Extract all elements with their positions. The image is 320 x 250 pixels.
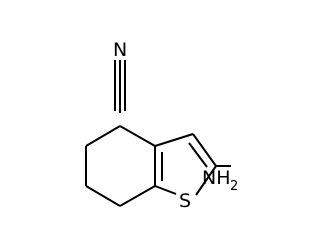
amino-hydrogen-count: 2	[230, 179, 238, 194]
sulfur-label: S	[179, 190, 191, 212]
amino-group-label: NH	[202, 167, 231, 189]
fused-double-bond	[154, 146, 163, 186]
thiophene-ring	[154, 133, 217, 196]
nitrile-nitrogen-label: N	[113, 39, 127, 61]
cyclohexene-ring	[85, 125, 156, 207]
molecule-structure: N S NH 2	[85, 39, 238, 212]
nitrile-triple-bond	[114, 60, 126, 113]
